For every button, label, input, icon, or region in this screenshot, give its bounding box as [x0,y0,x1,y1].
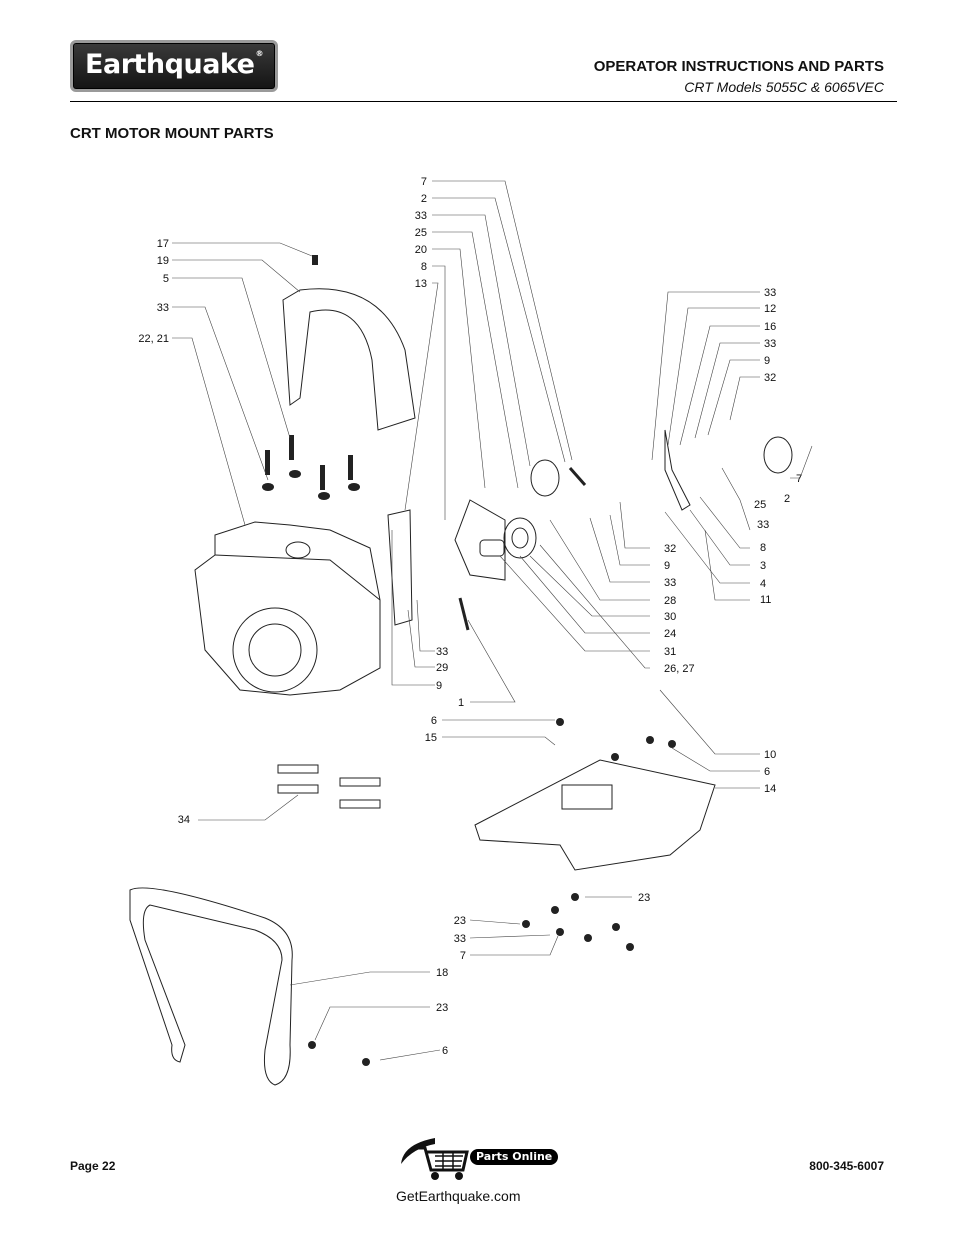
callout-label: 17 [157,238,169,250]
callout-label: 30 [664,611,676,623]
belt-guard-shape [282,288,416,431]
callout-label: 20 [415,244,427,256]
callout-label: 33 [664,577,676,589]
header-divider [70,101,897,102]
callout-label: 8 [421,261,427,273]
callouts-center-left: 33 29 9 1 [436,646,464,709]
callout-label: 23 [454,915,466,927]
callouts-center-right: 32 9 33 28 30 24 31 26, 27 [664,543,695,675]
callout-label: 28 [664,595,676,607]
callout-label: 10 [764,749,776,761]
callouts-lower-mid: 6 15 10 6 14 34 [178,715,777,826]
callout-label: 23 [436,1002,448,1014]
logo-text: Earthquake® [85,49,263,80]
document-subtitle: CRT Models 5055C & 6065VEC [684,79,884,95]
callout-label: 33 [454,933,466,945]
callout-label: 32 [664,543,676,555]
callouts-top-left: 17 19 5 33 22, 21 [138,238,169,345]
callout-label: 2 [784,493,790,505]
callout-label: 32 [764,372,776,384]
callout-label: 33 [415,210,427,222]
callout-label: 19 [157,255,169,267]
callout-label: 11 [760,594,771,606]
engine-shape [194,521,381,696]
document-title: OPERATOR INSTRUCTIONS AND PARTS [593,58,884,75]
callout-label: 14 [764,783,776,795]
callout-label: 33 [764,287,776,299]
callouts-right-top: 33 12 16 33 9 32 [764,287,776,384]
callout-label: 24 [664,628,676,640]
callout-label: 4 [760,578,766,590]
parts-online-badge[interactable]: Parts Online [470,1149,559,1165]
callout-label: 15 [425,732,437,744]
callout-label: 33 [764,338,776,350]
callout-label: 22, 21 [138,333,169,345]
callout-label: 7 [421,176,427,188]
callout-label: 16 [764,321,776,333]
callout-label: 7 [796,473,802,485]
earthquake-logo: Earthquake® [70,40,278,92]
callouts-right-side: 7 2 25 33 8 3 4 11 [754,473,802,606]
callout-label: 31 [664,646,676,658]
callout-label: 33 [436,646,448,658]
callout-label: 25 [754,499,766,511]
shopping-cart-icon [401,1138,469,1180]
callout-label: 33 [757,519,769,531]
callout-label: 34 [178,814,190,826]
callout-label: 18 [436,967,448,979]
callout-label: 6 [431,715,437,727]
handle-frame-shape [129,887,293,1086]
page-number: Page 22 [70,1159,116,1173]
callout-label: 1 [458,697,464,709]
base-plate-shape [474,759,716,871]
callout-label: 25 [415,227,427,239]
website-link[interactable]: GetEarthquake.com [396,1188,521,1204]
callouts-top-center: 7 2 33 25 20 8 13 [415,176,427,290]
callout-label: 8 [760,542,766,554]
callout-label: 7 [460,950,466,962]
callout-label: 29 [436,662,448,674]
callout-label: 5 [163,273,169,285]
callout-label: 12 [764,303,776,315]
callout-label: 3 [760,560,766,572]
phone-number: 800-345-6007 [809,1159,884,1173]
callout-label: 6 [764,766,770,778]
callout-label: 2 [421,193,427,205]
callout-label: 9 [436,680,442,692]
callout-label: 33 [157,302,169,314]
callouts-bottom: 23 23 33 7 18 23 6 [436,892,650,1057]
callout-label: 23 [638,892,650,904]
callout-label: 13 [415,278,427,290]
callout-label: 26, 27 [664,663,695,675]
callout-label: 6 [442,1045,448,1057]
callout-label: 9 [764,355,770,367]
motor-plate-shape [387,509,413,626]
section-title: CRT MOTOR MOUNT PARTS [70,125,274,142]
hardware-bolts [262,255,676,1066]
callout-label: 9 [664,560,670,572]
